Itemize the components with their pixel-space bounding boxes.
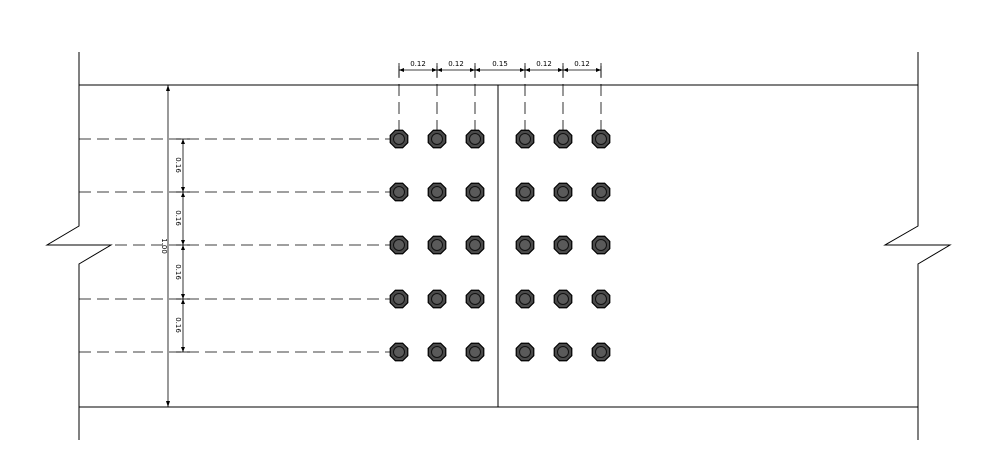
bolt — [465, 129, 485, 149]
bolt — [515, 235, 535, 255]
dim-label-h1: 0.12 — [410, 60, 426, 68]
row-spacing-arrows — [181, 139, 185, 352]
member-outline — [45, 52, 952, 440]
dim-label-v4: 0.16 — [174, 317, 182, 333]
bolt — [553, 342, 573, 362]
bolt — [553, 289, 573, 309]
dim-label-h3: 0.15 — [492, 60, 508, 68]
overall-height-arrows — [166, 85, 170, 407]
bolt — [427, 235, 447, 255]
bolt — [591, 182, 611, 202]
dim-label-h4: 0.12 — [536, 60, 552, 68]
dim-label-v3: 0.16 — [174, 264, 182, 280]
bolt — [515, 129, 535, 149]
overall-height-dimension — [161, 84, 200, 408]
bolt — [515, 289, 535, 309]
bolt — [553, 129, 573, 149]
dim-label-h5: 0.12 — [574, 60, 590, 68]
bolt — [591, 289, 611, 309]
bolt — [465, 289, 485, 309]
bolt — [465, 342, 485, 362]
bolt — [427, 342, 447, 362]
bolt — [553, 182, 573, 202]
dim-label-v1: 0.16 — [174, 157, 182, 173]
bolt — [465, 235, 485, 255]
dim-label-v2: 0.16 — [174, 210, 182, 226]
bolt — [591, 342, 611, 362]
bolt-group — [389, 129, 611, 362]
bolt — [427, 182, 447, 202]
bolt — [389, 235, 409, 255]
row-spacing-labels: 0.16 0.16 0.16 0.16 — [174, 157, 182, 333]
bolt — [389, 289, 409, 309]
column-extension-lines — [398, 66, 602, 130]
top-dimension-arrows — [399, 68, 601, 72]
bolt — [515, 342, 535, 362]
bolt — [389, 182, 409, 202]
bolt — [465, 182, 485, 202]
bolt — [427, 129, 447, 149]
bolt — [515, 182, 535, 202]
bolt — [389, 129, 409, 149]
row-extension-lines — [79, 138, 392, 353]
bolt — [389, 342, 409, 362]
bolt — [427, 289, 447, 309]
bolt — [591, 129, 611, 149]
dim-label-h2: 0.12 — [448, 60, 464, 68]
top-dimension-labels: 0.12 0.12 0.15 0.12 0.12 — [410, 60, 590, 68]
bolt — [591, 235, 611, 255]
bolt — [553, 235, 573, 255]
overall-height-label: 1.00 — [160, 238, 168, 254]
